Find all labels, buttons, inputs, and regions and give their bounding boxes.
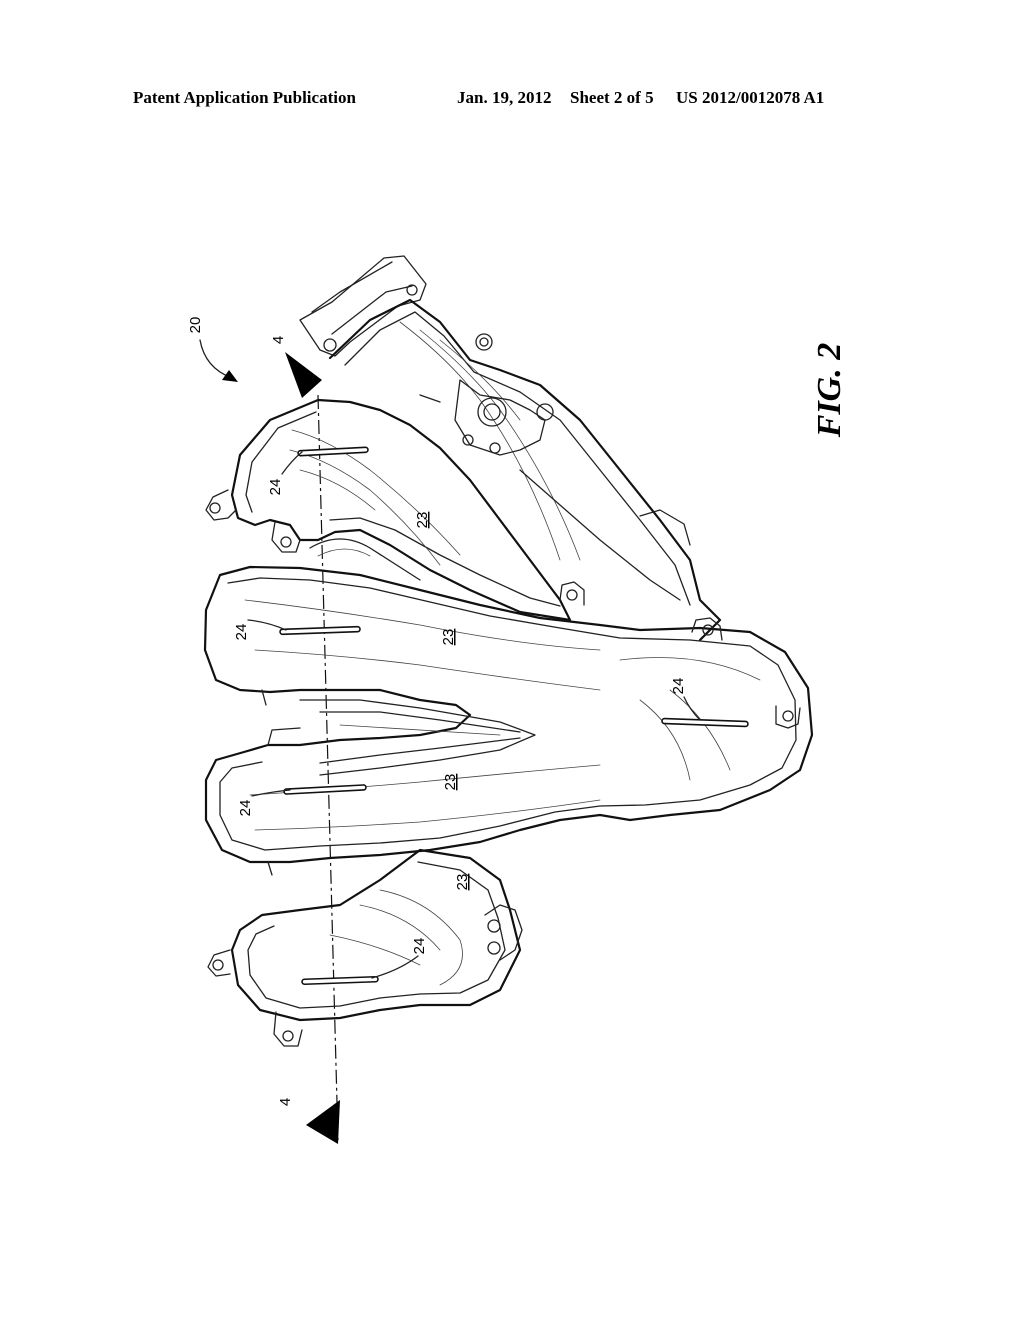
rear-outlet-tube xyxy=(299,255,722,642)
publication-title: Patent Application Publication xyxy=(133,88,356,107)
runner-top xyxy=(205,398,572,622)
section-reference-bottom: 4 xyxy=(277,1098,294,1106)
publication-date: Jan. 19, 2012 xyxy=(457,88,552,107)
slot-ref-1: 24 xyxy=(267,479,284,496)
page-header: Patent Application Publication Jan. 19, … xyxy=(0,88,1024,118)
slot-ref-3-leader xyxy=(683,696,701,721)
patent-number: US 2012/0012078 A1 xyxy=(676,88,825,107)
assembly-leader-arrow xyxy=(199,339,238,382)
slot-ref-5-leader xyxy=(371,955,419,979)
slot-collector xyxy=(661,717,749,728)
section-arrow-top xyxy=(285,352,322,398)
slot-bottom-runner xyxy=(301,975,379,986)
runner-web xyxy=(309,538,421,581)
runner-ref-3: 23 xyxy=(442,774,459,791)
runner-y-collector xyxy=(203,565,814,864)
assembly-reference: 20 xyxy=(187,317,204,334)
slot-ref-4-leader xyxy=(251,789,291,797)
slot-ref-2: 24 xyxy=(233,624,250,641)
slot-ref-4: 24 xyxy=(237,800,254,817)
slot-ref-2-leader xyxy=(247,619,287,631)
runner-reference-labels: 23 23 23 23 xyxy=(414,512,471,891)
sheet-number: Sheet 2 of 5 xyxy=(570,88,654,107)
slot-ref-1-leader xyxy=(281,451,303,475)
section-arrow-bottom xyxy=(306,1100,340,1144)
slot-ref-5: 24 xyxy=(411,938,428,955)
section-line-4-4 xyxy=(285,352,340,1144)
runner-ref-4: 23 xyxy=(454,874,471,891)
slot-reference-labels: 24 24 24 24 24 xyxy=(233,451,701,979)
slot-lower-branch xyxy=(283,784,367,795)
slot-top-runner xyxy=(297,446,369,457)
runner-ref-2: 23 xyxy=(440,629,457,646)
runner-bottom xyxy=(207,848,523,1047)
slot-upper-branch xyxy=(279,625,361,636)
runner-ref-1: 23 xyxy=(414,512,431,529)
slot-ref-3: 24 xyxy=(670,678,687,695)
figure-label: FIG. 2 xyxy=(811,343,848,438)
section-reference-top: 4 xyxy=(270,336,287,344)
